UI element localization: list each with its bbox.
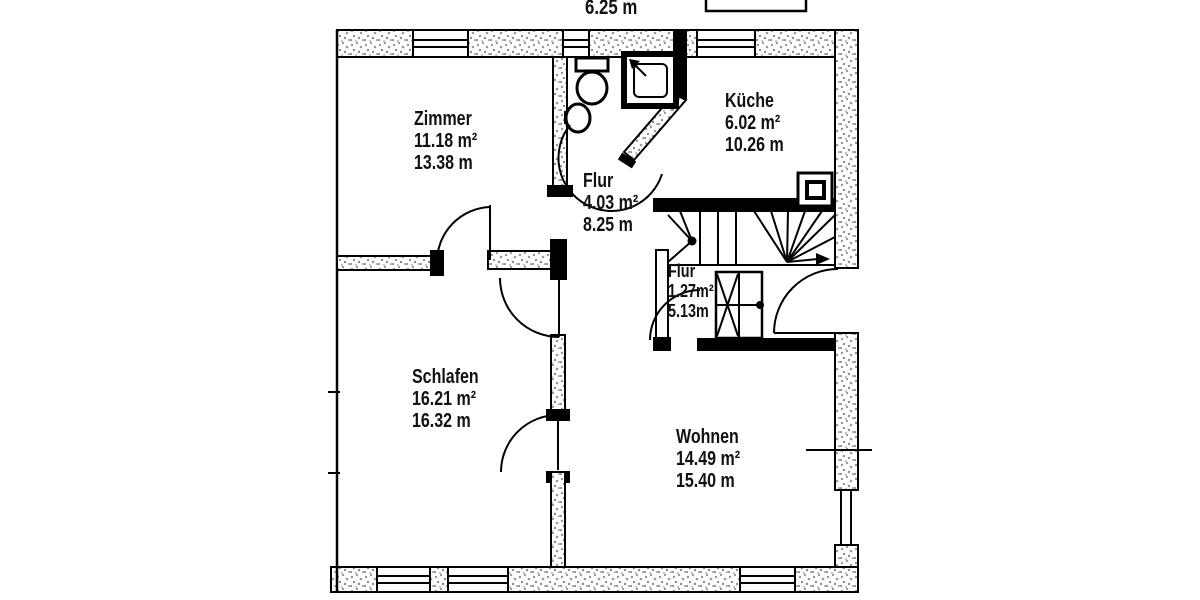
bathroom-fixtures [564, 51, 679, 134]
room-area: 14.49 m² [676, 448, 741, 470]
room-dim: 13.38 m [414, 152, 473, 174]
room-dim: 15.40 m [676, 470, 735, 492]
room-name: Schlafen [412, 366, 479, 388]
window-icon [413, 29, 468, 58]
room-area: 6.02 m² [725, 112, 781, 134]
room-label-schlafen: Schlafen 16.21 m² 16.32 m [412, 366, 479, 432]
door-entrance [773, 268, 839, 334]
chimney-icon [796, 171, 834, 208]
window-icon [740, 566, 795, 593]
sink-icon [564, 102, 592, 134]
toilet-icon [574, 56, 610, 106]
entrance-opening [835, 267, 858, 334]
room-dim: 8.25 m [583, 214, 633, 236]
door-arcs [436, 124, 839, 473]
room-name: Flur [583, 170, 614, 192]
room-name: Flur [668, 261, 696, 281]
room-label-zimmer: Zimmer 11.18 m² 13.38 m [414, 108, 477, 174]
room-name: Wohnen [676, 426, 739, 448]
shaft-icon [714, 270, 764, 340]
top-wall [336, 29, 859, 58]
bottom-windows [377, 566, 795, 593]
window-icon [697, 29, 755, 58]
door-wohnen [649, 289, 701, 341]
door-bad [557, 124, 663, 212]
room-label-kueche: Küche 6.02 m² 10.26 m [725, 90, 784, 156]
room-dim: 5.13m [668, 300, 709, 321]
bottom-wall [330, 566, 859, 593]
room-label-flur: Flur 4.03 m² 8.25 m [583, 170, 638, 236]
window-icon [835, 489, 858, 546]
room-area: 11.18 m² [414, 130, 478, 152]
room-area: 1.27m² [668, 280, 714, 301]
top-windows [413, 29, 755, 58]
top-dimension-value: 6.25 m [585, 0, 638, 19]
room-dim: 16.32 m [412, 410, 471, 432]
window-icon [563, 29, 589, 58]
staircase-icon [667, 210, 836, 266]
top-dimension-label: 6.25 m [585, 0, 637, 20]
window-icon [377, 566, 430, 593]
room-dim: 10.26 m [725, 134, 784, 156]
room-label-wohnen: Wohnen 14.49 m² 15.40 m [676, 426, 740, 492]
room-label-flur-klein: Flur 1.27m² 5.13m [668, 261, 714, 321]
room-area: 16.21 m² [412, 388, 477, 410]
interior-walls [336, 29, 836, 568]
room-area: 4.03 m² [583, 192, 639, 214]
door-zimmer [436, 205, 491, 263]
door-schlafen-wohnen [500, 414, 559, 473]
shower-icon [621, 51, 679, 109]
right-wall [834, 29, 859, 593]
door-schlafen [499, 277, 560, 338]
window-icon [448, 566, 508, 593]
cropped-box [704, 0, 808, 13]
room-name: Zimmer [414, 108, 472, 130]
left-cut-line [328, 30, 340, 592]
room-name: Küche [725, 90, 774, 112]
